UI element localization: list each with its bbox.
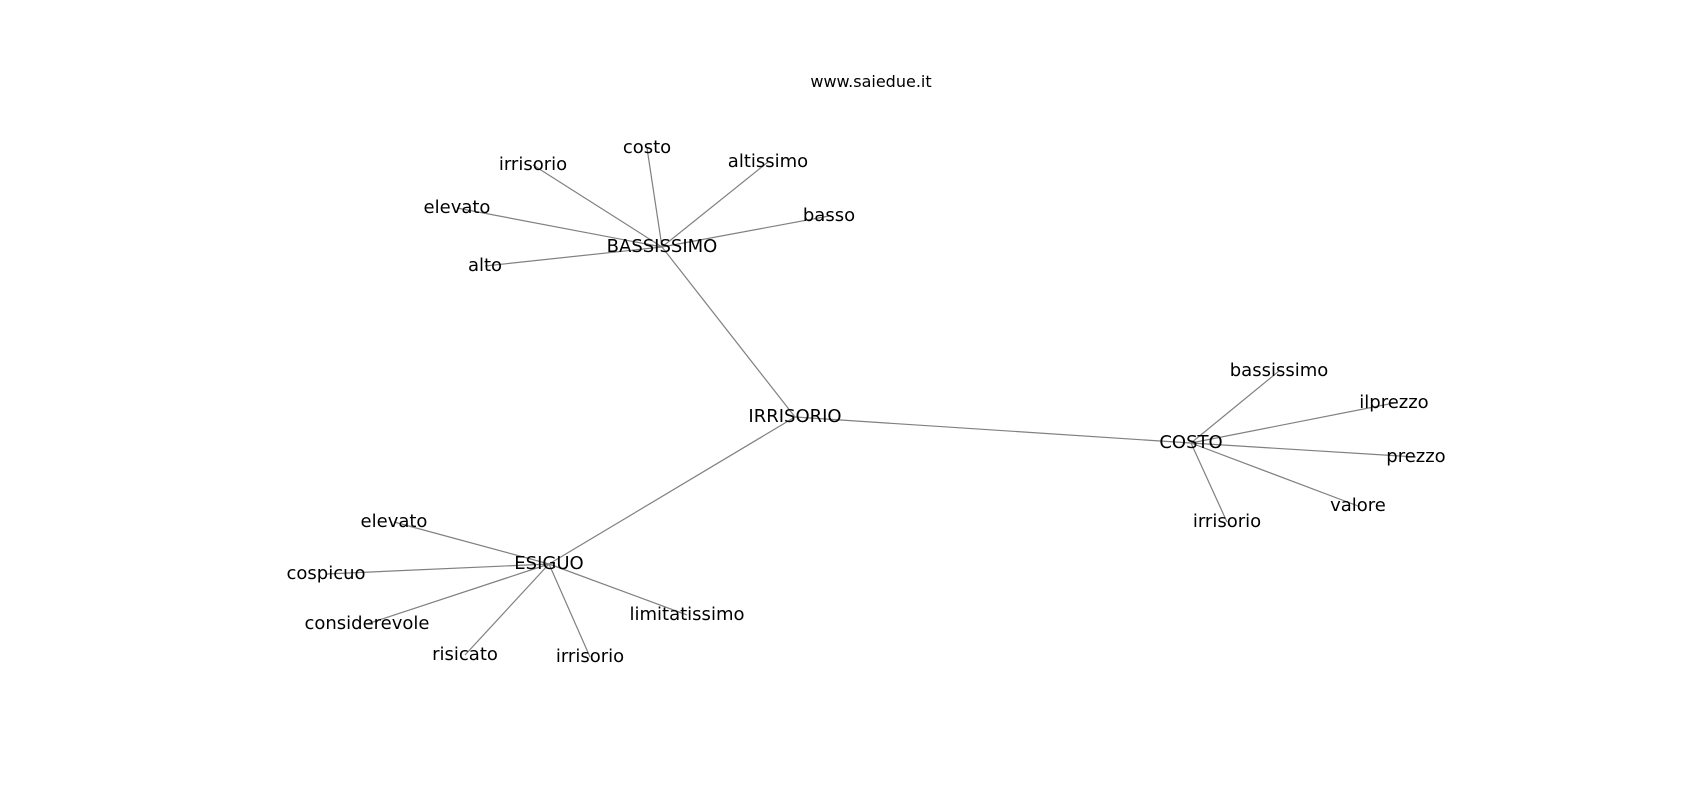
node-label-b-alto: alto bbox=[468, 255, 502, 276]
node-label-b-irrisorio: irrisorio bbox=[499, 154, 567, 175]
node-label-irrisorio-root: IRRISORIO bbox=[748, 406, 841, 427]
edge-bassissimo-b_irrisorio bbox=[532, 164, 663, 248]
edge-bassissimo-b_elevato bbox=[456, 207, 663, 248]
site-url-title: www.saiedue.it bbox=[810, 72, 932, 91]
edge-bassissimo-b_altissimo bbox=[661, 161, 769, 248]
node-label-c-prezzo: prezzo bbox=[1386, 446, 1445, 467]
edge-esiguo-e_cospicuo bbox=[325, 563, 550, 575]
node-label-b-altissimo: altissimo bbox=[728, 151, 808, 172]
edge-esiguo-e_limitatissimo bbox=[548, 563, 688, 616]
node-label-e-considerevole: considerevole bbox=[304, 613, 429, 634]
node-label-bassissimo: BASSISSIMO bbox=[607, 236, 718, 257]
edge-costo_hub-c_ilprezzo bbox=[1190, 402, 1395, 444]
edge-bassissimo-b_alto bbox=[484, 246, 663, 267]
edge-bassissimo-b_basso bbox=[661, 215, 830, 248]
node-label-e-irrisorio: irrisorio bbox=[556, 646, 624, 667]
node-label-costo-hub: COSTO bbox=[1159, 432, 1222, 453]
node-label-esiguo: ESIGUO bbox=[514, 553, 583, 574]
edge-esiguo-e_risicato bbox=[464, 563, 550, 656]
edge-esiguo-e_elevato bbox=[393, 521, 550, 565]
edge-irrisorio_root-costo_hub bbox=[794, 416, 1192, 444]
edge-costo_hub-c_valore bbox=[1190, 442, 1359, 507]
node-label-c-valore: valore bbox=[1330, 495, 1386, 516]
node-label-e-elevato: elevato bbox=[361, 511, 428, 532]
node-label-e-cospicuo: cospicuo bbox=[286, 563, 365, 584]
edge-costo_hub-c_bassissimo bbox=[1190, 370, 1280, 444]
edge-irrisorio_root-bassissimo bbox=[661, 246, 796, 418]
edge-bassissimo-b_costo bbox=[646, 147, 663, 248]
edge-costo_hub-c_prezzo bbox=[1190, 442, 1417, 458]
nodes-layer: IRRISORIO BASSISSIMO COSTO ESIGUO costo irris… bbox=[286, 137, 1445, 667]
node-label-c-bassissimo: bassissimo bbox=[1230, 360, 1329, 381]
edge-esiguo-e_considerevole bbox=[366, 563, 550, 625]
edge-esiguo-e_irrisorio bbox=[548, 563, 591, 658]
node-label-b-costo: costo bbox=[623, 137, 671, 158]
edge-irrisorio_root-esiguo bbox=[548, 416, 796, 565]
node-label-e-limitatissimo: limitatissimo bbox=[630, 604, 745, 625]
node-label-b-elevato: elevato bbox=[424, 197, 491, 218]
edge-costo_hub-c_irrisorio bbox=[1190, 442, 1228, 523]
node-label-c-ilprezzo: ilprezzo bbox=[1359, 392, 1428, 413]
edges-layer bbox=[325, 147, 1417, 658]
node-label-b-basso: basso bbox=[803, 205, 855, 226]
node-label-e-risicato: risicato bbox=[432, 644, 498, 665]
node-label-c-irrisorio: irrisorio bbox=[1193, 511, 1261, 532]
